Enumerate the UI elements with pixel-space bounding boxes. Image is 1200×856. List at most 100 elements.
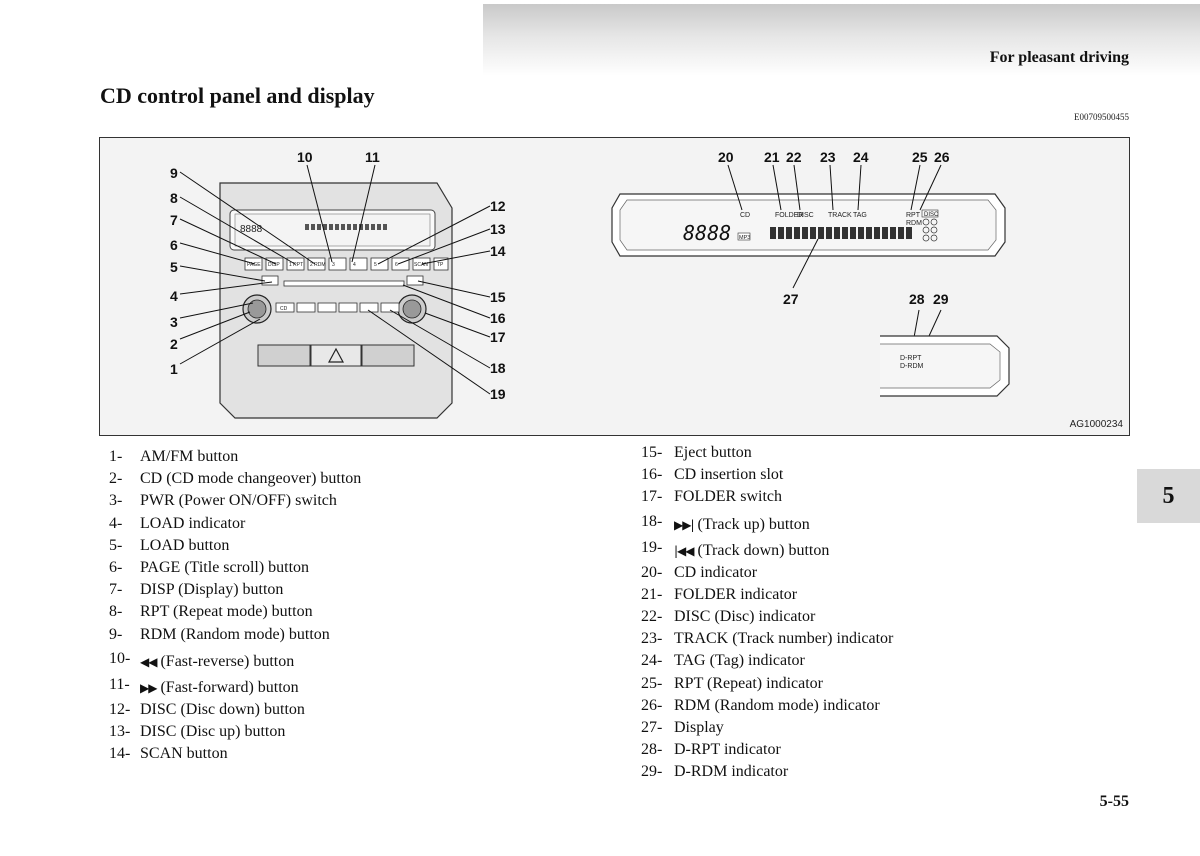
rpt-button[interactable] xyxy=(286,257,305,271)
legend-item-number: 21- xyxy=(641,585,663,603)
legend-item: 21-FOLDER indicator xyxy=(641,584,893,606)
d-rpt-rdm-inset: D-RPT D-RDM xyxy=(880,335,1010,397)
legend-item: 12-DISC (Disc down) button xyxy=(109,699,361,721)
fast-reverse-button[interactable] xyxy=(328,257,347,271)
legend-item-symbol-icon: |◀◀ xyxy=(674,544,694,559)
legend-item: 13-DISC (Disc up) button xyxy=(109,721,361,743)
legend-item-text: PAGE (Title scroll) button xyxy=(140,559,310,577)
legend-item-number: 3- xyxy=(109,492,123,510)
lcd-digits: 8888 xyxy=(683,221,731,245)
legend-item: 29-D-RDM indicator xyxy=(641,761,893,783)
callout-26: 26 xyxy=(934,149,950,165)
page-button-label: PAGE xyxy=(247,262,261,268)
callout-28: 28 xyxy=(909,291,925,307)
legend-item-number: 18- xyxy=(641,512,663,530)
disc-up-button-label: 6 xyxy=(395,262,398,268)
legend-item: 27-Display xyxy=(641,717,893,739)
legend-item-text: AM/FM button xyxy=(140,448,239,465)
legend-item-text: FOLDER switch xyxy=(674,488,782,506)
track-down-button[interactable] xyxy=(359,302,379,313)
callout-6: 6 xyxy=(170,237,178,253)
lcd-tag-indicator: TAG xyxy=(853,212,867,219)
legend-item: 10-◀◀(Fast-reverse) button xyxy=(109,646,361,673)
legend-item: 20-CD indicator xyxy=(641,562,893,584)
legend-item-symbol-icon: ◀◀ xyxy=(140,654,157,669)
cd-mode-button-label: CD xyxy=(280,306,288,312)
callout-15: 15 xyxy=(490,289,506,305)
legend-item-number: 25- xyxy=(641,674,663,692)
callout-1: 1 xyxy=(170,361,178,377)
am-fm-button[interactable] xyxy=(296,302,316,313)
legend-item-text: TRACK (Track number) indicator xyxy=(674,630,894,648)
legend-item-number: 15- xyxy=(641,444,663,461)
callout-25: 25 xyxy=(912,149,928,165)
cd-panel-figure: 8888 PAGE DISP 1 RPT 2 RDM 3 xyxy=(99,137,1130,436)
tp-button-label: TP xyxy=(437,262,444,268)
legend-item-text: RDM (Random mode) indicator xyxy=(674,696,880,714)
legend-item-number: 14- xyxy=(109,745,131,763)
head-unit-callouts: 1 2 3 4 5 6 7 8 9 10 11 12 13 14 15 16 1… xyxy=(170,149,506,402)
hazard-switch[interactable] xyxy=(310,344,362,367)
lcd-rdm-indicator: RDM xyxy=(906,220,922,227)
legend-item: 24- TAG (Tag) indicator xyxy=(641,650,893,672)
callout-22: 22 xyxy=(786,149,802,165)
legend-item: 4-LOAD indicator xyxy=(109,513,361,535)
legend-item-number: 13- xyxy=(109,723,131,741)
lcd-disc-indicator: DISC xyxy=(797,212,814,219)
legend-item-text: LOAD indicator xyxy=(140,514,246,532)
legend-item-text: PWR (Power ON/OFF) switch xyxy=(140,492,337,510)
legend-item: 6- PAGE (Title scroll) button xyxy=(109,557,361,579)
callout-12: 12 xyxy=(490,198,506,214)
legend-item: 26-RDM (Random mode) indicator xyxy=(641,695,893,717)
eject-button[interactable] xyxy=(406,275,424,286)
legend-item-number: 6- xyxy=(109,559,123,577)
legend-item-text: (Fast-forward) button xyxy=(160,679,299,697)
scan-button-label: SCAN xyxy=(414,262,428,268)
chapter-tab[interactable]: 5 xyxy=(1137,469,1200,523)
legend-item-symbol-icon: ▶▶| xyxy=(674,517,694,532)
legend-item-text: (Track down) button xyxy=(697,542,830,560)
legend-item-text: (Track up) button xyxy=(697,515,810,533)
callout-11: 11 xyxy=(365,149,380,165)
hazard-icon xyxy=(327,347,345,363)
legend-item: 9-RDM (Random mode) button xyxy=(109,624,361,646)
cd-mode-button[interactable] xyxy=(275,302,295,313)
lcd-mp3-indicator: MP3 xyxy=(739,235,750,241)
callout-3: 3 xyxy=(170,314,178,330)
callout-27: 27 xyxy=(783,291,799,307)
lcd-d-rdm-indicator: D-RDM xyxy=(900,363,923,370)
scan-button[interactable] xyxy=(412,257,431,271)
legend-item-number: 9- xyxy=(109,625,123,643)
legend-item-text: D-RDM indicator xyxy=(674,763,789,781)
legend-item: 11-▶▶(Fast-forward) button xyxy=(109,672,361,699)
callout-10: 10 xyxy=(297,149,313,165)
legend-item: 17-FOLDER switch xyxy=(641,486,893,508)
cd-insertion-slot[interactable] xyxy=(283,280,405,287)
callout-13: 13 xyxy=(490,221,506,237)
legend-item: 25-RPT (Repeat) indicator xyxy=(641,673,893,695)
legend-item-number: 5- xyxy=(109,536,123,554)
callout-5: 5 xyxy=(170,259,178,275)
rdm-button[interactable] xyxy=(307,257,326,271)
legend-item-text: TAG (Tag) indicator xyxy=(674,652,805,670)
legend-item-text: DISC (Disc) indicator xyxy=(674,608,816,626)
callout-16: 16 xyxy=(490,310,506,326)
callout-21: 21 xyxy=(764,149,780,165)
legend-item: 2-CD (CD mode changeover) button xyxy=(109,468,361,490)
legend-item-text: Display xyxy=(674,719,724,737)
legend-item: 8-RPT (Repeat mode) button xyxy=(109,601,361,623)
track-up-button[interactable] xyxy=(380,302,400,313)
page-number: 5-55 xyxy=(1099,793,1129,810)
legend-item-text: DISP (Display) button xyxy=(140,581,284,599)
head-unit-lcd-segments xyxy=(305,224,387,230)
fast-forward-button[interactable] xyxy=(349,257,368,271)
callout-19: 19 xyxy=(490,386,506,402)
callout-8: 8 xyxy=(170,190,178,206)
legend-item: 23-TRACK (Track number) indicator xyxy=(641,628,893,650)
page-title: CD control panel and display xyxy=(100,83,375,108)
legend-item-number: 16- xyxy=(641,466,663,484)
legend-item-number: 10- xyxy=(109,649,131,667)
legend-item-number: 24- xyxy=(641,652,663,670)
rpt-button-label: 1 RPT xyxy=(289,262,303,268)
